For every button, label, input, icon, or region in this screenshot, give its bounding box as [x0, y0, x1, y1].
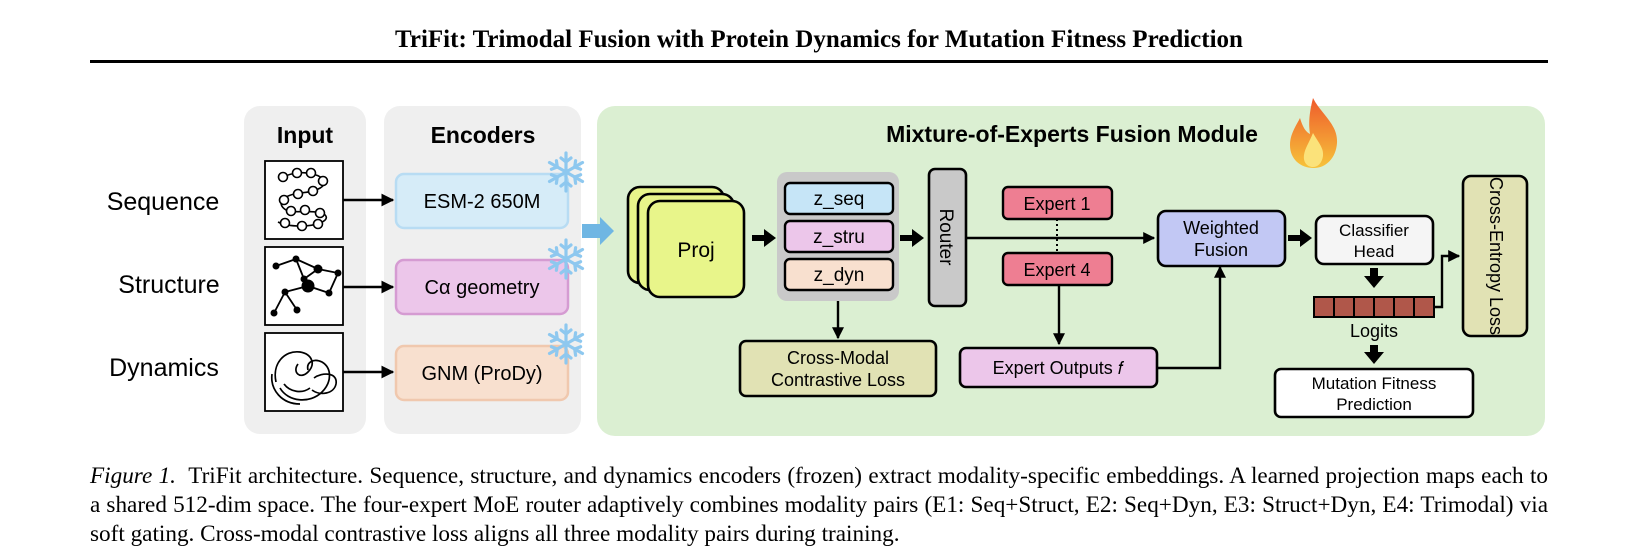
prediction-line1: Mutation Fitness: [1312, 374, 1437, 393]
classifier-head-line1: Classifier: [1339, 221, 1409, 240]
moe-panel-title: Mixture-of-Experts Fusion Module: [886, 121, 1258, 147]
prediction-box: [1273, 367, 1475, 419]
embedding-seq-label: z_seq: [814, 189, 865, 210]
encoder-esm: [394, 172, 570, 230]
ce-loss-box: [1461, 174, 1529, 338]
encoders-to-proj-arrow: [582, 217, 614, 245]
caption-text: TriFit architecture. Sequence, structure…: [90, 463, 1548, 547]
flame-icon: [1290, 98, 1338, 168]
weighted-fusion-box: [1156, 209, 1287, 268]
embeddings-to-router-arrow: [900, 229, 924, 247]
contrastive-loss-box: [738, 339, 938, 398]
logits-to-prediction-arrow: [1364, 345, 1384, 364]
expert-4-box: [1001, 251, 1114, 287]
ce-loss-label: Cross-Entropy Loss: [1486, 177, 1506, 335]
router-label: Router: [935, 208, 956, 266]
embedding-stru-label: z_stru: [813, 227, 865, 248]
label-dynamics: Dynamics: [109, 354, 219, 382]
expert-1-label: Expert 1: [1023, 194, 1090, 214]
encoders-panel-title: Encoders: [431, 122, 536, 148]
fusion-to-classifier-arrow: [1288, 229, 1312, 247]
proj-to-embeddings-arrow: [752, 229, 776, 247]
encoder-geometry-label: Cα geometry: [425, 277, 540, 299]
embedding-dyn: [783, 257, 895, 292]
weighted-fusion-line2: Fusion: [1194, 240, 1248, 260]
title-rule: [90, 60, 1548, 63]
logits-bar: [1313, 296, 1435, 318]
proj-label: Proj: [677, 239, 714, 262]
proj-stack: [626, 185, 746, 299]
structure-graph-icon: [264, 246, 344, 326]
encoder-geometry: [394, 258, 570, 316]
embedding-stru: [783, 219, 895, 254]
figure-caption: Figure 1. TriFit architecture. Sequence,…: [90, 462, 1548, 549]
classifier-head-box: [1314, 214, 1435, 266]
logits-label: Logits: [1350, 321, 1398, 341]
input-panel-title: Input: [277, 122, 334, 148]
encoder-esm-label: ESM-2 650M: [424, 191, 541, 213]
encoder-gnm-label: GNM (ProDy): [421, 363, 542, 385]
expert-outputs-label: Expert Outputs 𝑓: [993, 358, 1125, 378]
contrastive-loss-line2: Contrastive Loss: [771, 370, 905, 390]
label-sequence: Sequence: [107, 188, 220, 216]
classifier-head-line2: Head: [1354, 242, 1395, 261]
embedding-dyn-label: z_dyn: [814, 265, 865, 286]
weighted-fusion-line1: Weighted: [1183, 218, 1259, 238]
contrastive-loss-line1: Cross-Modal: [787, 348, 889, 368]
expert-4-label: Expert 4: [1023, 260, 1090, 280]
caption-label: Figure 1.: [90, 463, 176, 489]
classifier-to-logits-arrow: [1364, 268, 1384, 288]
architecture-figure: Input Encoders Mixture-of-Experts Fusion…: [107, 98, 1545, 436]
label-structure: Structure: [118, 271, 219, 299]
dynamics-ribbon-icon: [264, 332, 344, 412]
encoder-gnm: [394, 344, 570, 402]
prediction-line2: Prediction: [1336, 395, 1412, 414]
embedding-seq: [783, 181, 895, 216]
sequence-beads-icon: [264, 160, 344, 240]
paper-title: TriFit: Trimodal Fusion with Protein Dyn…: [395, 26, 1243, 53]
